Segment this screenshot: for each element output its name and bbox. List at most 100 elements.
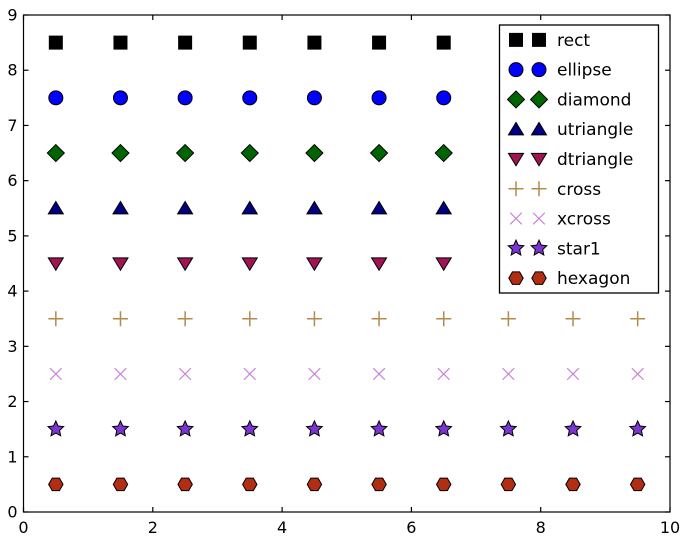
marker-hexagon (531, 271, 547, 285)
legend-entry-rect: rect (509, 31, 590, 51)
legend-label: ellipse (557, 61, 612, 81)
marker-star (434, 419, 453, 437)
marker-circle (508, 62, 524, 78)
marker-triangle-up (241, 200, 259, 215)
marker-star (370, 419, 389, 437)
x-tick-label: 0 (18, 518, 28, 537)
legend-label: dtriangle (557, 150, 633, 170)
legend-entry-hexagon: hexagon (508, 269, 630, 289)
marker-diamond (506, 90, 526, 109)
marker-triangle-down (112, 257, 129, 272)
marker-square (307, 35, 322, 50)
marker-x (631, 367, 644, 381)
marker-circle (242, 90, 258, 106)
marker-star (111, 419, 130, 437)
marker-triangle-down (176, 257, 194, 272)
x-tick-label: 4 (277, 518, 287, 537)
marker-diamond (111, 143, 130, 163)
marker-triangle-up (370, 200, 388, 215)
series-star1 (46, 419, 647, 437)
marker-triangle-up (507, 121, 525, 136)
legend-entry-xcross: xcross (509, 210, 611, 230)
legend-label: utriangle (557, 120, 633, 140)
marker-square (509, 32, 523, 47)
marker-hexagon (500, 477, 517, 492)
marker-diamond (240, 143, 259, 163)
marker-diamond (175, 143, 195, 163)
marker-triangle-down (306, 257, 323, 272)
marker-plus (242, 311, 258, 327)
marker-plus (508, 181, 524, 197)
marker-circle (112, 90, 128, 106)
legend-label: star1 (557, 239, 601, 259)
marker-x (243, 367, 256, 381)
marker-triangle-down (241, 257, 259, 272)
marker-square (372, 35, 387, 50)
marker-circle (177, 90, 193, 106)
x-tick-label: 10 (660, 518, 680, 537)
marker-plus (371, 311, 387, 327)
marker-x (437, 367, 450, 381)
marker-hexagon (112, 477, 129, 492)
marker-triangle-down (507, 152, 525, 167)
marker-x (566, 367, 580, 381)
marker-square (242, 35, 257, 50)
legend-label: hexagon (557, 269, 630, 289)
marker-x (49, 367, 63, 381)
marker-x (509, 212, 523, 225)
marker-triangle-down (530, 152, 548, 167)
legend-entry-dtriangle: dtriangle (507, 150, 633, 170)
y-tick-label: 3 (7, 337, 17, 356)
marker-star (530, 238, 548, 256)
legend-entry-cross: cross (508, 180, 601, 200)
series-cross (48, 311, 646, 327)
legend-entry-utriangle: utriangle (507, 120, 633, 140)
marker-diamond (529, 90, 549, 109)
legend-label: rect (557, 31, 590, 51)
marker-triangle-up (47, 200, 65, 215)
marker-x (178, 367, 192, 381)
y-tick-label: 6 (7, 171, 17, 190)
marker-star (564, 419, 582, 437)
marker-diamond (434, 143, 453, 163)
y-tick-label: 1 (7, 447, 17, 466)
y-tick-label: 5 (7, 226, 17, 245)
marker-triangle-down (47, 257, 65, 272)
marker-plus (500, 311, 516, 327)
marker-star (499, 419, 518, 437)
marker-diamond (46, 143, 66, 163)
marker-hexagon (48, 477, 64, 492)
marker-triangle-down (435, 257, 453, 272)
marker-star (305, 419, 324, 437)
marker-plus (48, 311, 64, 327)
marker-circle (371, 90, 387, 106)
marker-x (502, 367, 515, 381)
marker-hexagon (177, 477, 193, 492)
marker-star (240, 419, 259, 437)
series-xcross (49, 367, 644, 381)
marker-plus (177, 311, 193, 327)
marker-circle (531, 62, 547, 78)
marker-triangle-up (530, 121, 548, 136)
marker-hexagon (435, 477, 452, 492)
marker-hexagon (565, 477, 581, 492)
marker-plus (112, 311, 128, 327)
marker-star (507, 238, 525, 256)
marker-plus (565, 311, 581, 327)
marker-triangle-up (306, 200, 323, 215)
x-tick-label: 6 (406, 518, 416, 537)
axes-spines (22, 14, 671, 513)
marker-triangle-down (370, 257, 388, 272)
marker-triangle-up (176, 200, 194, 215)
marker-square (48, 35, 63, 50)
marker-square (436, 35, 451, 50)
marker-circle (436, 90, 452, 106)
series-hexagon (48, 477, 646, 492)
y-tick-label: 7 (7, 116, 17, 135)
marker-plus (531, 181, 547, 197)
legend: rectellipsediamondutriangledtrianglecros… (498, 24, 660, 294)
marker-x (308, 367, 321, 381)
